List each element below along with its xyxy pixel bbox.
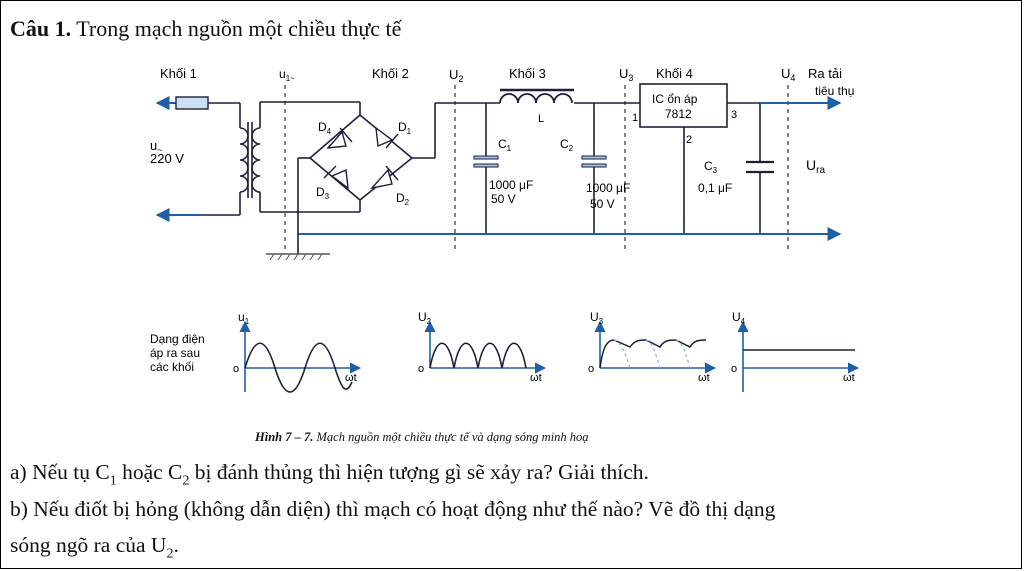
diode-d2-label: D2 [396, 191, 410, 207]
rectified-wave [429, 342, 527, 369]
fuse-symbol [175, 96, 209, 110]
diode-d3-bar [323, 165, 337, 179]
circuit-diagram: Khối 1 Khối 2 Khối 3 Khối 4 u1~ U2 U3 U4… [150, 66, 860, 393]
input-voltage-label: 220 V [150, 151, 184, 166]
graph-u3-xlabel: ωt [698, 372, 710, 384]
block-label-2: Khối 2 [372, 66, 409, 81]
graph-u2-name: U2 [418, 310, 432, 326]
inductor-symbol [499, 93, 573, 104]
graph-u3-origin: o [588, 363, 594, 375]
node-u3-label: U3 [619, 66, 633, 83]
diode-d1-bar [385, 133, 399, 149]
ground-symbol [266, 253, 330, 261]
load-label-line1: Ra tải [808, 66, 842, 81]
capacitor-c1-value: 1000 μF [489, 178, 533, 192]
capacitor-c2-plate-top [581, 155, 607, 160]
waveform-label-line3: các khối [150, 360, 194, 374]
node-u2-label: U2 [449, 67, 463, 84]
diode-symbols [323, 126, 399, 190]
graph-u2-xlabel: ωt [530, 372, 542, 384]
caption-number: Hình 7 – 7. [255, 430, 314, 444]
question-number: Câu 1. [10, 16, 72, 41]
ic-pin3-label: 3 [731, 109, 737, 121]
ripple-dashed-envelope [613, 339, 691, 369]
graph-u4-origin: o [731, 363, 737, 375]
question-title-text: Trong mạch nguồn một chiều thực tế [71, 16, 402, 41]
diode-d4-label: D4 [318, 120, 332, 136]
inductor-label: L [538, 113, 544, 125]
waveform-graph-u4: U4 o ωt [731, 310, 860, 392]
question-a: a) Nếu tụ C1 hoặc C2 bị đánh thủng thì h… [10, 460, 649, 489]
graph-u2-origin: o [418, 363, 424, 375]
graph-u1-origin: o [233, 363, 239, 375]
waveform-graph-u3: U3 o ωt [588, 310, 717, 384]
question-b-line2: sóng ngõ ra của U2. [10, 533, 179, 562]
diode-d4-icon [326, 130, 347, 149]
regulator-ic-7812 [639, 83, 728, 128]
graph-u1-xlabel: ωt [345, 372, 357, 384]
diode-d4-bar [339, 127, 353, 143]
ic-label-line1: IC ổn áp [652, 92, 698, 106]
question-b-line1: b) Nếu điốt bị hỏng (không dẫn diện) thì… [10, 497, 776, 521]
block-label-1: Khối 1 [160, 66, 197, 81]
diode-d2-icon [370, 168, 393, 190]
caption-text: Mạch nguồn một chiều thực tế và dạng són… [313, 430, 589, 444]
capacitor-c1-plate-top [473, 155, 499, 160]
waveform-label-line1: Dạng điện [150, 332, 205, 346]
transformer-symbol [239, 122, 261, 198]
ic-pin1-label: 1 [632, 112, 638, 124]
node-u4-label: U4 [781, 66, 795, 83]
block-label-4: Khối 4 [656, 66, 693, 81]
capacitor-c2-label: C2 [560, 137, 574, 153]
graph-u1-name: u1 [238, 310, 250, 326]
node-u1-label: u1~ [279, 67, 295, 83]
input-u-label: u~ [150, 138, 163, 155]
figure-caption: Hình 7 – 7. Mạch nguồn một chiều thực tế… [255, 430, 589, 445]
ic-label-line2: 7812 [665, 107, 692, 121]
ic-pin2-label: 2 [686, 134, 692, 146]
graph-u4-name: U4 [732, 310, 746, 326]
capacitor-c1-voltage: 50 V [491, 192, 516, 206]
waveform-graph-u2: U2 o ωt [418, 310, 547, 384]
capacitor-c2-plate-bottom [581, 163, 607, 168]
diode-d2-bar [385, 165, 399, 181]
capacitor-c2-value: 1000 μF [586, 181, 630, 195]
waveform-label-line2: áp ra sau [150, 346, 200, 360]
capacitor-c1-plate-bottom [473, 163, 499, 168]
waveform-graph-u1: u1 o ωt [233, 310, 362, 393]
sine-wave [244, 342, 353, 393]
diode-d3-label: D3 [316, 185, 330, 201]
node-dashed-lines [284, 85, 789, 250]
output-ura-label: Ura [806, 157, 825, 176]
diode-d3-icon [330, 168, 349, 190]
circuit-wires [157, 101, 761, 234]
capacitor-c3-label: C3 [704, 159, 718, 175]
question-title: Câu 1. Trong mạch nguồn một chiều thực t… [10, 16, 401, 42]
capacitor-c2-voltage: 50 V [590, 197, 615, 211]
capacitor-c3-value: 0,1 μF [698, 181, 732, 195]
diode-d1-label: D1 [398, 120, 412, 136]
graph-u4-xlabel: ωt [843, 372, 855, 384]
diode-d1-icon [375, 126, 394, 148]
block-label-3: Khối 3 [509, 66, 546, 81]
load-label-line2: tiêu thụ [815, 84, 854, 98]
capacitor-c1-label: C1 [498, 137, 512, 153]
ripple-wave [599, 339, 707, 369]
graph-u3-name: U3 [590, 310, 604, 326]
